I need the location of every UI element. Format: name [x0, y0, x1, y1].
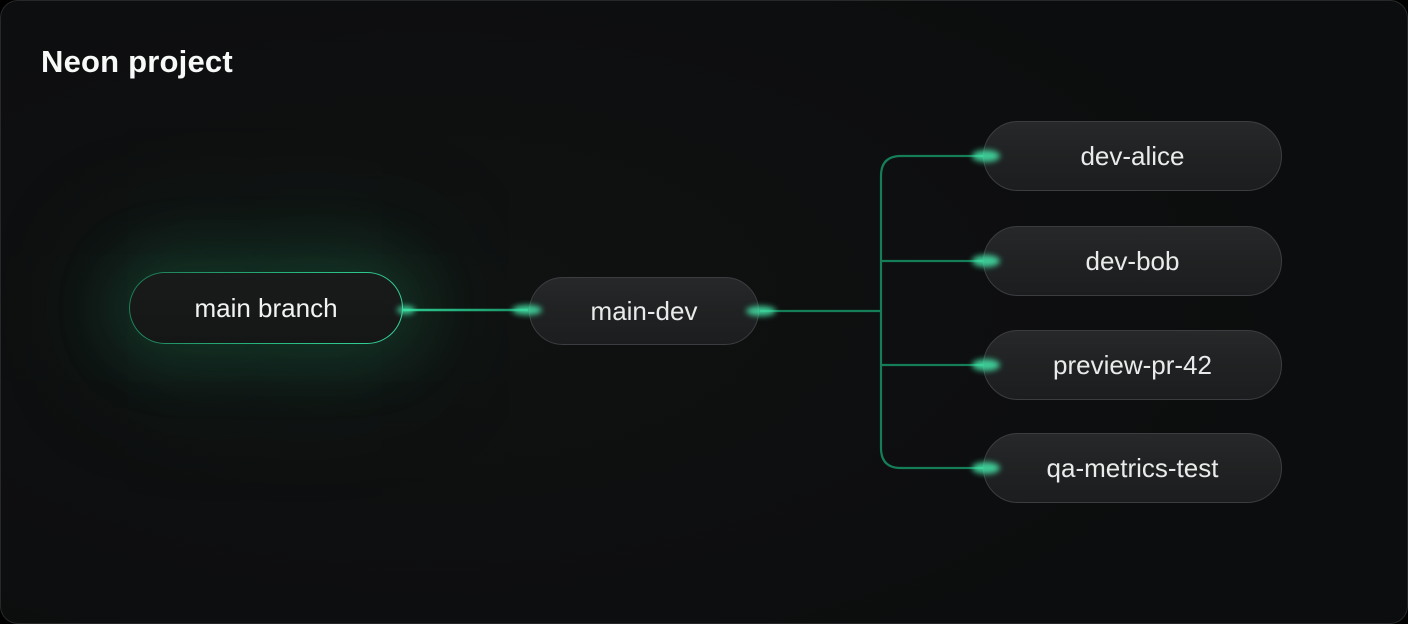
- node-main-dev[interactable]: main-dev: [529, 277, 759, 345]
- node-main-branch[interactable]: main branch: [129, 272, 403, 344]
- node-preview-pr-42-label: preview-pr-42: [1053, 349, 1212, 380]
- node-dev-alice-label: dev-alice: [1080, 140, 1185, 171]
- connector-branch-top: [879, 154, 984, 311]
- page-title: Neon project: [41, 44, 233, 79]
- node-main-branch-label: main branch: [194, 292, 338, 323]
- node-dev-alice[interactable]: dev-alice: [983, 121, 1282, 191]
- node-main-dev-label: main-dev: [590, 295, 698, 326]
- connector-branch-bottom: [879, 311, 984, 470]
- node-qa-metrics-test-label: qa-metrics-test: [1046, 452, 1219, 483]
- node-preview-pr-42[interactable]: preview-pr-42: [983, 330, 1282, 400]
- node-qa-metrics-test[interactable]: qa-metrics-test: [983, 433, 1282, 503]
- node-dev-bob[interactable]: dev-bob: [983, 226, 1282, 296]
- node-dev-bob-label: dev-bob: [1085, 245, 1180, 276]
